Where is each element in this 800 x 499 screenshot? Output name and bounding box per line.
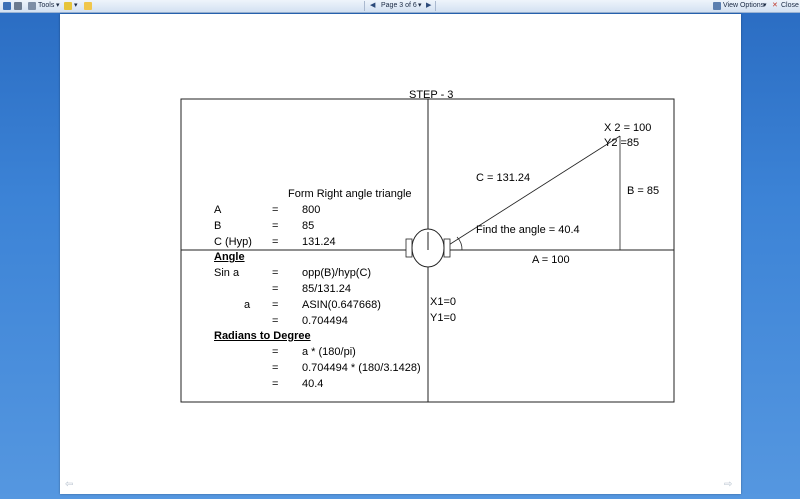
print-icon[interactable] — [14, 2, 22, 10]
step-title: STEP - 3 — [409, 89, 454, 101]
hypotenuse-line — [443, 135, 621, 249]
x1-label: X1=0 — [430, 296, 456, 308]
row-name: B — [214, 220, 222, 232]
row-equals: = — [272, 267, 279, 279]
diagram-lines — [180, 98, 675, 403]
row-equals: = — [272, 220, 279, 232]
chevron-down-icon: ▾ — [56, 2, 60, 9]
row-equals: = — [272, 236, 279, 248]
row-name: A — [214, 204, 222, 216]
a-side-label: A = 100 — [532, 254, 570, 266]
chevron-down-icon: ▾ — [418, 2, 422, 9]
x2-label: X 2 = 100 — [604, 122, 652, 134]
angle-arc — [456, 236, 463, 251]
next-page-icon[interactable]: ▶ — [426, 2, 432, 9]
tools-icon[interactable] — [28, 2, 36, 10]
row-value: a * (180/pi) — [302, 346, 356, 358]
row-value: 85/131.24 — [302, 283, 351, 295]
row-value: 0.704494 — [302, 315, 348, 327]
row-name: a — [244, 299, 251, 311]
row-equals: = — [272, 283, 279, 295]
previous-page-icon[interactable]: ◀ — [370, 2, 376, 9]
row-value: 40.4 — [302, 378, 324, 390]
row-equals: = — [272, 378, 279, 390]
row-value: 131.24 — [302, 236, 336, 248]
view-options-icon[interactable] — [713, 2, 721, 10]
page-back-arrow-icon[interactable]: ⇦ — [65, 479, 74, 490]
preview-toolbar: Tools ▾ ▾ ◀ Page 3 of 6 ▾ ▶ View Options… — [0, 0, 800, 13]
y1-label: Y1=0 — [430, 312, 456, 324]
page-indicator: Page 3 of 6 — [381, 2, 417, 9]
row-equals: = — [272, 346, 279, 358]
row-value: ASIN(0.647668) — [302, 299, 381, 311]
toolbar-divider — [435, 1, 436, 11]
angle-heading: Angle — [214, 251, 245, 263]
row-name: Sin a — [214, 267, 240, 279]
robot-symbol — [405, 228, 451, 268]
row-name: C (Hyp) — [214, 236, 252, 248]
page-forward-arrow-icon[interactable]: ⇨ — [724, 479, 733, 490]
find-angle-label: Find the angle = 40.4 — [476, 224, 580, 236]
row-value: 0.704494 * (180/3.1428) — [302, 362, 421, 374]
chevron-down-icon: ▾ — [763, 2, 767, 9]
close-button[interactable]: Close — [781, 2, 799, 9]
row-equals: = — [272, 315, 279, 327]
row-equals: = — [272, 362, 279, 374]
toolbar-divider — [364, 1, 365, 11]
row-value: 800 — [302, 204, 321, 216]
radians-heading: Radians to Degree — [214, 330, 311, 342]
tools-menu[interactable]: Tools — [38, 2, 55, 9]
close-icon[interactable]: ✕ — [772, 2, 778, 9]
row-value: 85 — [302, 220, 315, 232]
save-icon[interactable] — [3, 2, 11, 10]
b-side-label: B = 85 — [627, 185, 660, 197]
chevron-down-icon: ▾ — [74, 2, 78, 9]
triangle-heading: Form Right angle triangle — [288, 188, 412, 200]
row-value: opp(B)/hyp(C) — [302, 267, 372, 279]
hypotenuse-label: C = 131.24 — [476, 172, 531, 184]
folder-icon[interactable] — [84, 2, 92, 10]
y2-label: Y2 =85 — [604, 137, 640, 149]
row-equals: = — [272, 299, 279, 311]
row-equals: = — [272, 204, 279, 216]
document-page: STEP - 3 X 2 = 100 Y2 =85 C = 131.24 B =… — [60, 14, 741, 494]
view-options-menu[interactable]: View Options — [723, 2, 765, 9]
highlight-icon[interactable] — [64, 2, 72, 10]
